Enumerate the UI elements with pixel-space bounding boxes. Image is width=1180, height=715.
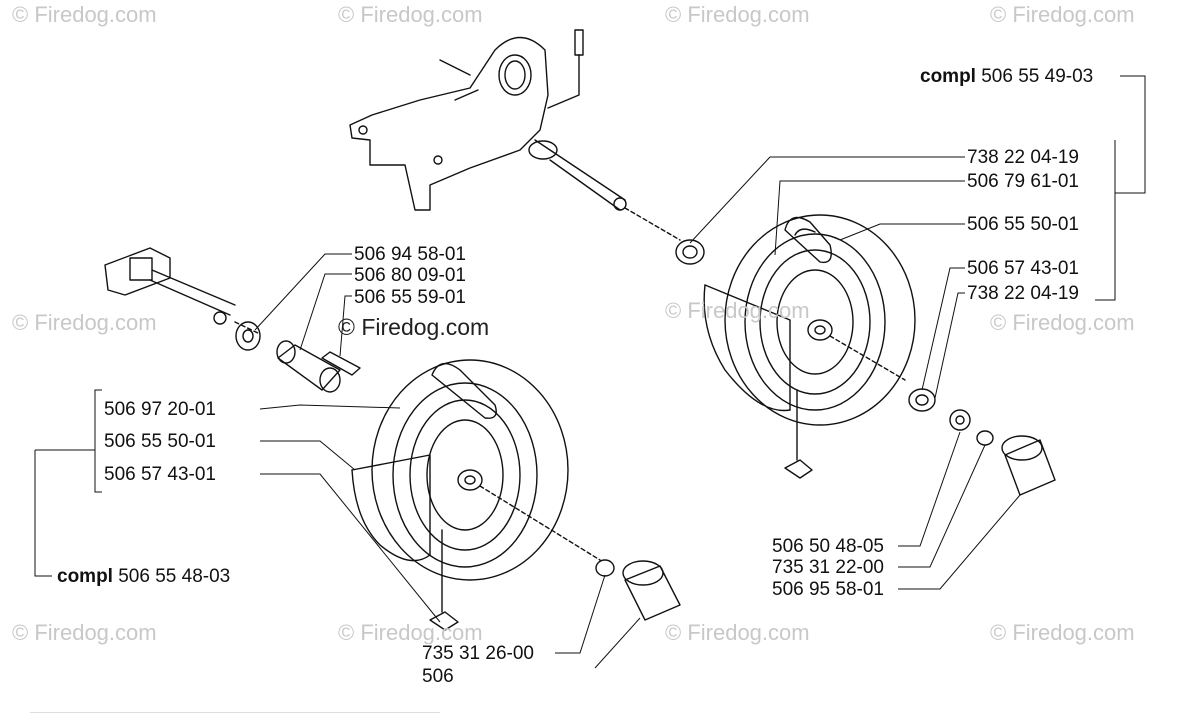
part-label: 506 80 09-01 (352, 265, 468, 286)
right-bearing-2 (908, 388, 936, 412)
part-label: 738 22 04-19 (965, 147, 1081, 168)
right-clip (976, 430, 994, 446)
part-label: 506 55 50-01 (102, 431, 218, 452)
right-hubcap (1001, 435, 1056, 496)
left-washer (235, 321, 261, 351)
part-label: 506 55 59-01 (352, 287, 468, 308)
left-axle-assembly (104, 247, 261, 335)
watermark: © Firedog.com (990, 620, 1135, 645)
leader-lines (34, 75, 1146, 669)
right-bearing (675, 239, 705, 265)
watermark: © Firedog.com (665, 2, 810, 27)
part-label: 506 (420, 666, 456, 687)
left-wheel (351, 359, 601, 581)
watermark: © Firedog.com (12, 620, 157, 645)
part-label: 506 50 48-05 (770, 536, 886, 557)
watermark-dark: © Firedog.com (338, 314, 490, 340)
right-wheel (703, 214, 916, 426)
part-label: 506 57 43-01 (965, 258, 1081, 279)
part-label: 506 57 43-01 (102, 464, 218, 485)
watermark: © Firedog.com (12, 2, 157, 27)
watermark: © Firedog.com (12, 310, 157, 335)
part-label: 506 95 58-01 (770, 579, 886, 600)
left-spacer-tube (276, 340, 341, 393)
part-label: 735 31 22-00 (770, 557, 886, 578)
right-wing-nut (784, 389, 813, 479)
watermark: © Firedog.com (665, 620, 810, 645)
mounting-bracket (349, 36, 549, 211)
part-label: 506 97 20-01 (102, 399, 218, 420)
divider (30, 712, 440, 713)
watermark: © Firedog.com (990, 2, 1135, 27)
watermark: © Firedog.com (338, 2, 483, 27)
small-pin (547, 29, 584, 109)
part-label: 506 94 58-01 (352, 244, 468, 265)
watermark: © Firedog.com (990, 310, 1135, 335)
left-hubcap (622, 560, 681, 621)
part-label: 738 22 04-19 (965, 283, 1081, 304)
left-clip (595, 559, 615, 577)
watermark: © Firedog.com (338, 620, 483, 645)
part-label: 735 31 26-00 (420, 643, 536, 664)
left-key (321, 351, 361, 376)
assembly-label: compl 506 55 48-03 (55, 566, 233, 587)
part-label: 506 79 61-01 (965, 171, 1081, 192)
left-wing-nut (429, 529, 459, 631)
watermark: © Firedog.com (665, 298, 810, 323)
assembly-label: compl 506 55 49-03 (918, 66, 1096, 87)
part-label: 506 55 50-01 (965, 214, 1081, 235)
upper-axle (528, 139, 681, 241)
right-washer (949, 409, 971, 431)
